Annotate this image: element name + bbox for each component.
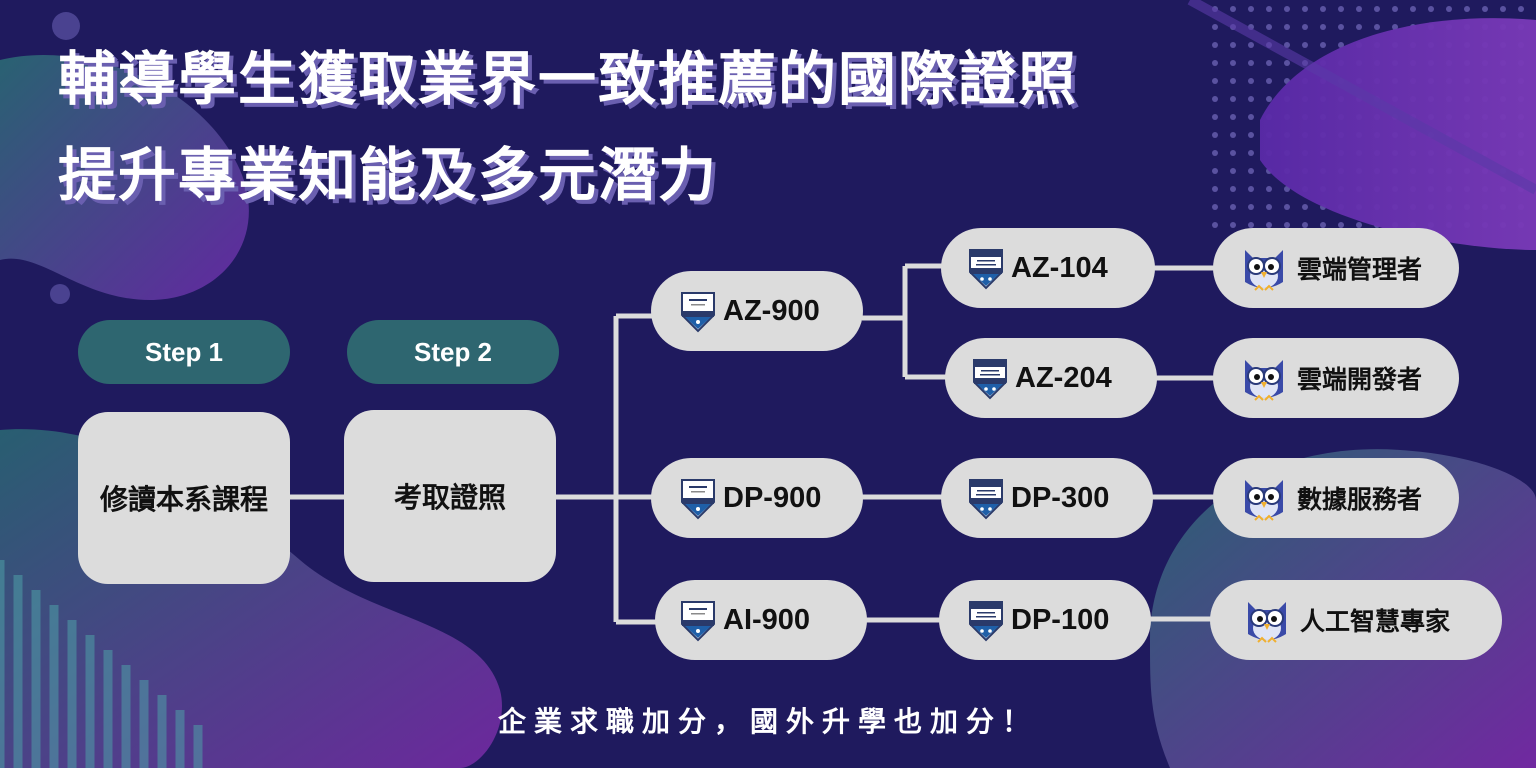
role-label: 人工智慧專家 <box>1300 607 1451 636</box>
cert-code: AZ-900 <box>723 294 820 327</box>
cert-ai-900: AI-900 <box>655 580 867 660</box>
associate-badge-icon <box>969 601 1003 642</box>
cert-code: DP-300 <box>1011 481 1110 514</box>
step-2-pill: Step 2 <box>347 320 559 384</box>
footer-slogan: 企業求職加分，國外升學也加分！ <box>497 705 1038 738</box>
cert-dp-300: DP-300 <box>941 458 1153 538</box>
step-1-box: 修讀本系課程 <box>78 412 290 584</box>
cert-az-900: AZ-900 <box>651 271 863 351</box>
owl-mascot-icon <box>1245 360 1283 401</box>
role-data-services: 數據服務者 <box>1213 458 1459 538</box>
owl-mascot-icon <box>1245 480 1283 521</box>
cert-az-204: AZ-204 <box>945 338 1157 418</box>
owl-mascot-icon <box>1245 250 1283 291</box>
cert-code: AZ-104 <box>1011 251 1108 284</box>
cert-code: DP-900 <box>723 481 822 514</box>
owl-mascot-icon <box>1248 602 1286 643</box>
fundamentals-badge-icon <box>681 479 715 520</box>
role-cloud-developer: 雲端開發者 <box>1213 338 1459 418</box>
cert-dp-900: DP-900 <box>651 458 863 538</box>
role-label: 數據服務者 <box>1297 485 1423 514</box>
cert-code: AI-900 <box>723 603 811 636</box>
cert-dp-100: DP-100 <box>939 580 1151 660</box>
fundamentals-badge-icon <box>681 292 715 333</box>
cert-az-104: AZ-104 <box>941 228 1155 308</box>
role-label: 雲端開發者 <box>1297 365 1423 394</box>
associate-badge-icon <box>969 249 1003 290</box>
cert-code: DP-100 <box>1011 603 1110 636</box>
title-line-1: 輔導學生獲取業界一致推薦的國際證照 <box>58 45 1079 113</box>
associate-badge-icon <box>969 479 1003 520</box>
associate-badge-icon <box>973 359 1007 400</box>
step-1-pill: Step 1 <box>78 320 290 384</box>
cert-code: AZ-204 <box>1015 361 1112 394</box>
role-label: 雲端管理者 <box>1297 255 1423 284</box>
fundamentals-badge-icon <box>681 601 715 642</box>
role-cloud-admin: 雲端管理者 <box>1213 228 1459 308</box>
title-line-2: 提升專業知能及多元潛力 <box>58 141 719 209</box>
step-2-box: 考取證照 <box>344 410 556 582</box>
role-ai-expert: 人工智慧專家 <box>1210 580 1502 660</box>
